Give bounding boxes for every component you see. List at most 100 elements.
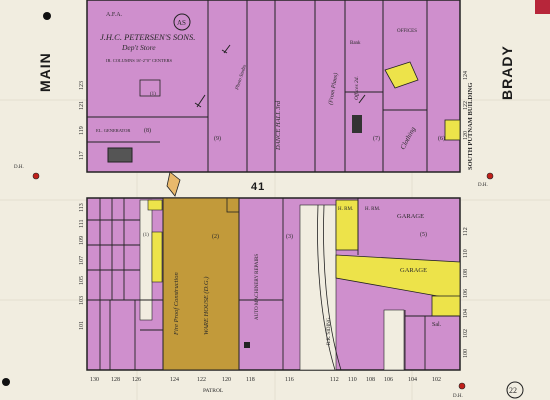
garage-1-label: GARAGE (397, 213, 424, 220)
address-103: 103 (79, 296, 85, 305)
hydrant-dot (458, 382, 466, 390)
address-b-108: 108 (366, 377, 375, 383)
address-b-106: 106 (384, 377, 393, 383)
store-name-label: J.H.C. PETERSEN'S SONS. (100, 32, 195, 42)
address-122-n: 122 (463, 101, 469, 110)
street-marker (166, 171, 181, 197)
room-1-north: (1) (150, 92, 156, 97)
room-2-south: (2) (212, 233, 219, 240)
frame-small-2 (147, 199, 163, 211)
address-108: 108 (463, 269, 469, 278)
cross-street: 41 (166, 171, 265, 197)
dh-label-2: D.H. (478, 183, 488, 188)
north-block: A.F.A. AS J.H.C. PETERSEN'S SONS. Dep't … (86, 0, 474, 173)
south-addresses-bottom: 130 128 126 124 122 120 118 116 112 110 … (90, 377, 441, 383)
patrol-label: PATROL (203, 388, 224, 394)
building-name-label: SOUTH PUTNAM BUILDING (467, 83, 474, 170)
generator-unit (107, 147, 133, 163)
room-7-north: (7) (373, 135, 380, 142)
offices-2d-label: Offices 2d. (353, 76, 360, 100)
h-rm-2-label: H. RM. (365, 207, 380, 212)
marker-black-dot (43, 12, 51, 20)
white-lot (383, 309, 405, 371)
south-addresses-left: 101 103 105 107 109 111 113 (79, 203, 85, 330)
room-1-south: (1) (143, 233, 149, 238)
generator-label: EL. GENERATOR (96, 128, 130, 133)
stair-mark-2 (221, 44, 231, 54)
address-101: 101 (79, 321, 85, 330)
columns-note: IR. COLUMNS 16'-2"0" CENTERS (106, 58, 172, 63)
siding-label: R.R. SIDING (327, 317, 332, 345)
address-110: 110 (463, 249, 469, 258)
fireproof-warehouse (162, 197, 240, 371)
address-105: 105 (79, 276, 85, 285)
address-123: 123 (79, 81, 85, 90)
address-b-124: 124 (170, 377, 179, 383)
frame-small-1 (431, 295, 461, 317)
block-number: 41 (251, 181, 265, 193)
as-circle (173, 13, 191, 31)
address-b-118: 118 (246, 377, 255, 383)
address-124-n: 124 (463, 71, 469, 80)
address-107: 107 (79, 256, 85, 265)
elevator-box (139, 79, 161, 97)
h-rm-1-label: H. RM. (338, 207, 353, 212)
warehouse-label: WARE HOUSE (D.G.) (203, 277, 210, 335)
address-104: 104 (463, 309, 469, 318)
frame-shed-north (384, 61, 419, 89)
repair-shop-label: AUTO MACHINERY REPAIRS (255, 254, 260, 320)
street-main: MAIN (37, 52, 53, 92)
address-b-128: 128 (111, 377, 120, 383)
sheet-number: 22 (509, 386, 517, 395)
dance-hall-label: DANCE HALL 3rd (275, 100, 282, 151)
hydrant-dot (32, 172, 40, 180)
address-119: 119 (79, 126, 85, 135)
north-addresses-right: 120 122 124 (463, 71, 469, 140)
north-addresses-left: 117 119 121 123 (79, 81, 85, 160)
bank-label: Bank (350, 41, 361, 46)
address-112: 112 (463, 227, 469, 236)
as-label: AS (177, 19, 186, 27)
address-106: 106 (463, 289, 469, 298)
fireproof-label: Fire Proof Construction (173, 272, 180, 336)
street-brady: BRADY (499, 45, 515, 100)
address-117: 117 (79, 151, 85, 160)
address-100: 100 (463, 349, 469, 358)
dark-box-south (244, 342, 250, 348)
sal-label: Sal. (432, 322, 442, 328)
address-120-n: 120 (463, 131, 469, 140)
address-b-126: 126 (132, 377, 141, 383)
corner-tab (535, 0, 550, 14)
garage-2-label: GARAGE (400, 267, 427, 274)
address-b-122: 122 (197, 377, 206, 383)
south-building-walls (87, 198, 460, 370)
address-b-102: 102 (432, 377, 441, 383)
stair-mark-3 (358, 94, 366, 104)
store-type-label: Dep't Store (121, 43, 156, 52)
south-addresses-right: 100 102 104 106 108 110 112 (463, 227, 469, 358)
south-block: Fire Proof Construction WARE HOUSE (D.G.… (86, 197, 461, 394)
rr-siding-track (317, 204, 342, 371)
address-b-112: 112 (330, 377, 339, 383)
address-b-116: 116 (285, 377, 294, 383)
elevator-south (226, 197, 240, 213)
room-3-south: (3) (286, 233, 293, 240)
room-6-north: (6) (438, 135, 445, 142)
address-111: 111 (79, 219, 85, 228)
address-b-110: 110 (348, 377, 357, 383)
address-102: 102 (463, 329, 469, 338)
offices-top-label: OFFICES (397, 29, 417, 34)
vault-box (352, 115, 362, 133)
room-5-south: (5) (420, 231, 427, 238)
address-121: 121 (79, 101, 85, 110)
rr-yard (299, 204, 337, 371)
stair-mark (194, 94, 206, 108)
hydrant-dot (486, 172, 494, 180)
frame-small-3 (151, 231, 163, 283)
marker-black-dot-2 (2, 378, 10, 386)
yard-left-strip (139, 199, 153, 321)
hydrants (32, 172, 494, 390)
address-b-120: 120 (222, 377, 231, 383)
